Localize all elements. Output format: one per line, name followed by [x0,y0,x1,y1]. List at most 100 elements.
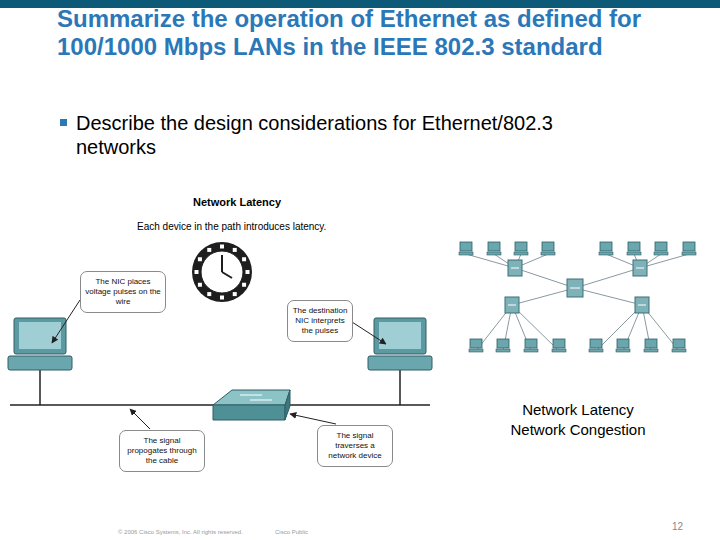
bullet-square [60,119,67,126]
computer-icon [8,318,72,370]
figure-rect [600,242,612,251]
callout-text: The NIC places voltage pulses on the wir… [85,277,161,307]
figure-rect [470,339,482,348]
figure-rect [616,349,630,352]
copyright-footer: © 2006 Cisco Systems, Inc. All rights re… [118,529,268,536]
figure-subtitle: Each device in the path introduces laten… [137,221,377,233]
figure-rect [242,283,246,287]
figure-circle [192,242,252,302]
figure-rect [672,349,686,352]
figure-rect [567,279,583,297]
figure-rect [8,356,72,370]
classification-footer: Cisco Public [275,529,335,536]
figure-rect [233,248,237,252]
callout-text: The signal propogates through the cable [124,436,200,466]
figure-rect [590,339,602,348]
figure-line [515,268,575,288]
figure-rect [655,242,667,251]
leader-arrow [130,409,150,429]
figure-rect [374,318,426,354]
figure-path [213,390,290,405]
figure-rect [497,339,509,348]
bullet-text: Describe the design considerations for E… [76,111,636,159]
figure-rect [246,270,250,274]
figure-rect [682,252,696,255]
clock-icon [192,242,252,302]
figure-circle [201,251,243,293]
figure-line [570,288,580,289]
figure-rect [242,257,246,261]
leader-arrow [290,414,336,424]
figure-rect [645,339,657,348]
figure-line [511,268,519,269]
figure-rect [14,318,66,354]
figure-rect [552,349,566,352]
figure-rect [233,292,237,296]
figure-rect [673,339,685,348]
callout-box: The signal propogates through the cable [119,430,205,472]
figure-rect [617,339,629,348]
leader-arrow [352,322,386,344]
figure-rect [198,283,202,287]
figure-line [575,268,640,288]
figure-rect [459,252,473,255]
figure-rect [589,349,603,352]
figure-rect [198,257,202,261]
figure-rect [514,252,528,255]
callout-box: The destination NIC interprets the pulse… [287,300,353,342]
switch-icon [213,390,290,420]
figure-line [222,272,232,278]
figure-rect [644,349,658,352]
cable [399,370,401,405]
figure-path [285,390,290,420]
computer-icon [368,318,432,370]
figure-rect [599,252,613,255]
callout-box: The signal traverses a network device [317,425,393,467]
figure-rect [508,260,522,276]
callout-box: The NIC places voltage pulses on the wir… [80,271,166,313]
figure-line [636,268,644,269]
figure-rect [515,242,527,251]
figure-line [221,255,223,272]
callout-text: The destination NIC interprets the pulse… [292,306,348,336]
slide-title: Summarize the operation of Ethernet as d… [57,5,697,60]
figure-line [638,305,646,306]
callout-text: The signal traverses a network device [322,431,388,461]
figure-rect [633,260,647,276]
topology-caption: Network Congestion [478,421,678,439]
figure-rect [496,349,510,352]
figure-rect [635,297,649,313]
figure-rect [541,252,555,255]
figure-rect [628,242,640,251]
figure-rect [542,242,554,251]
figure-rect [220,296,224,300]
figure-line [508,305,516,306]
figure-rect [460,242,472,251]
figure-rect [207,248,211,252]
figure-heading: Network Latency [193,196,313,209]
figure-rect [19,322,61,349]
cable [39,370,41,405]
figure-rect [505,297,519,313]
figure-rect [368,356,432,370]
leader-arrow [52,300,80,343]
figure-path [213,405,285,420]
figure-rect [553,339,565,348]
figure-rect [488,242,500,251]
figure-rect [195,270,199,274]
figure-rect [525,339,537,348]
figure-path [240,395,272,400]
network-topology [459,242,696,352]
figure-rect [379,322,421,349]
topology-caption: Network Latency [478,401,678,419]
page-number: 12 [672,521,692,533]
figure-rect [683,242,695,251]
figure-rect [220,245,224,249]
figure-rect [524,349,538,352]
figure-rect [487,252,501,255]
figure-rect [654,252,668,255]
figure-rect [469,349,483,352]
figure-line [575,288,642,305]
figure-rect [207,292,211,296]
